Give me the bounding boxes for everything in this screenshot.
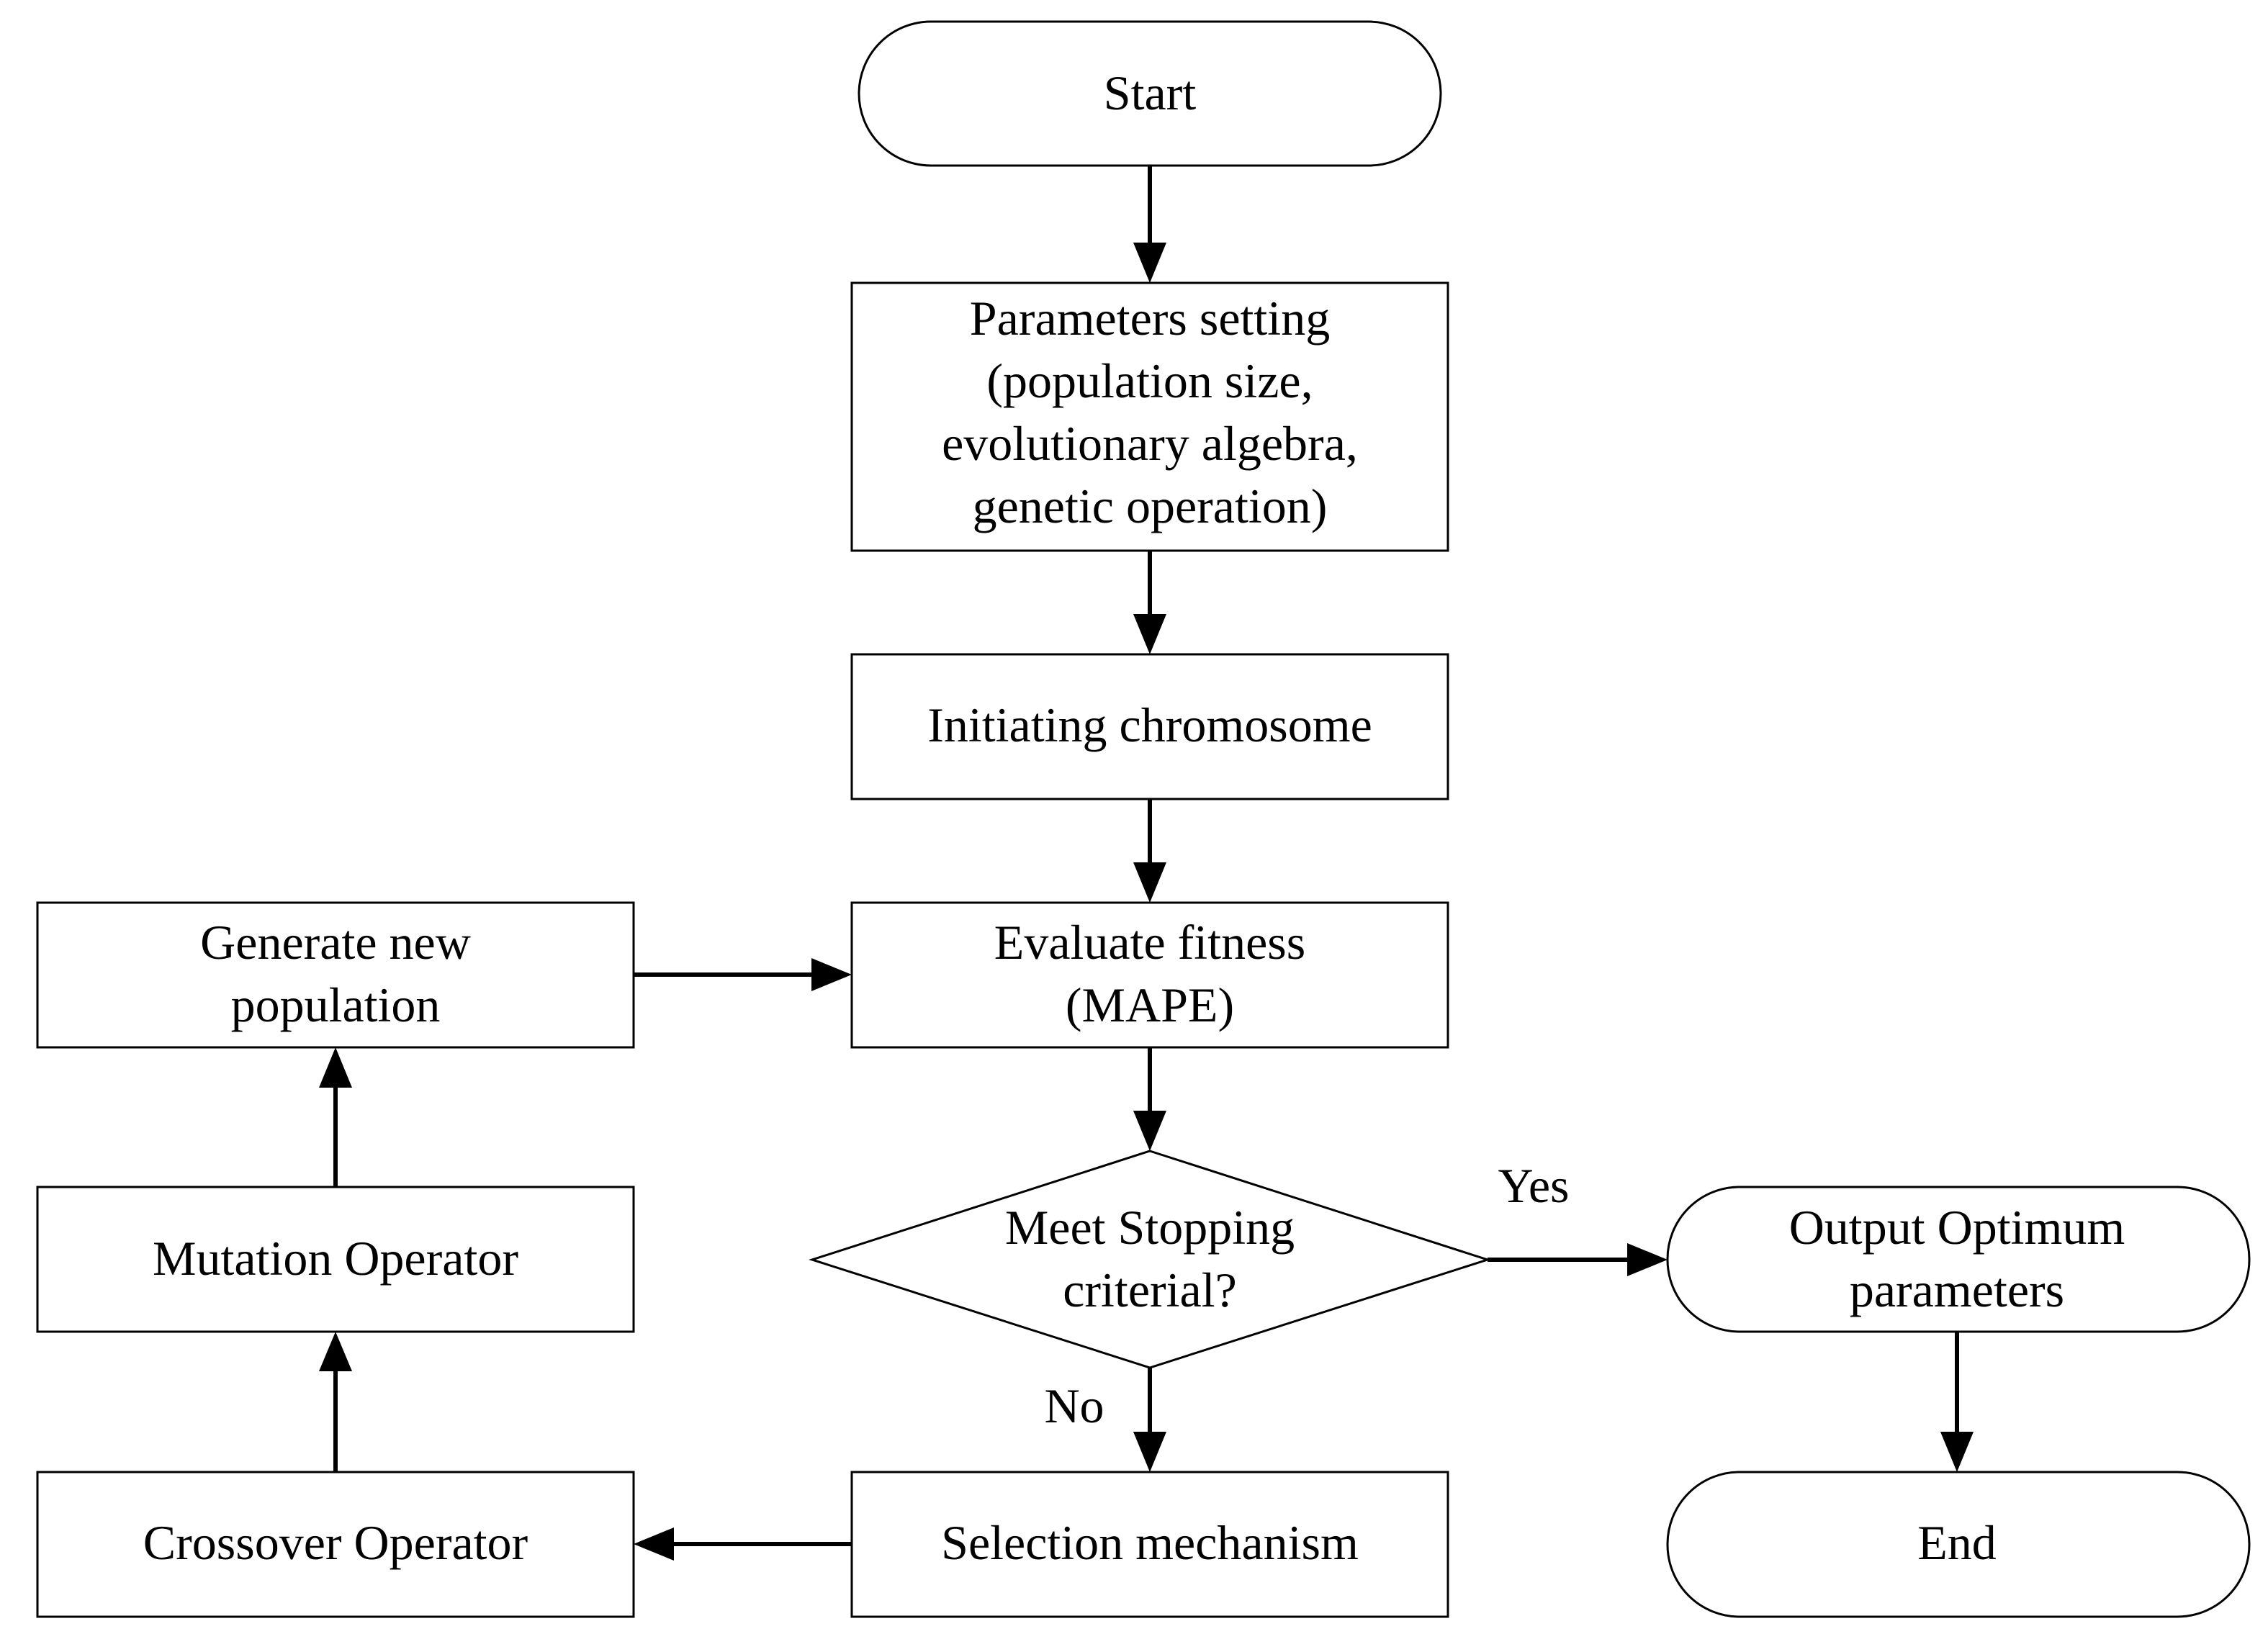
selection-mechanism-box xyxy=(850,1471,1449,1618)
parameters-setting-box xyxy=(850,281,1449,552)
arrow-evaluate-to-decision xyxy=(1133,1047,1166,1151)
selection-label: Selection mechanism xyxy=(941,1515,1359,1570)
arrow-selection-to-crossover xyxy=(634,1527,852,1561)
no-label: No xyxy=(1044,1378,1104,1433)
arrow-init-to-evaluate xyxy=(1133,799,1166,903)
stopping-criteria-decision xyxy=(809,1150,1491,1369)
yes-label: Yes xyxy=(1498,1158,1570,1213)
arrow-mutation-to-generate xyxy=(319,1047,352,1187)
arrow-crossover-to-mutation xyxy=(319,1332,352,1472)
output-label-line-1: Output Optimum xyxy=(1789,1200,2125,1255)
params-label-line-3: evolutionary algebra, xyxy=(942,416,1358,471)
params-label-line-4: genetic operation) xyxy=(973,479,1328,533)
arrow-decision-no-to-selection xyxy=(1133,1368,1166,1472)
end-node xyxy=(1666,1471,2251,1618)
end-label: End xyxy=(1917,1515,1997,1570)
params-label-line-2: (population size, xyxy=(986,353,1313,408)
mutation-label: Mutation Operator xyxy=(153,1231,518,1286)
evaluate-fitness-box xyxy=(850,901,1449,1049)
start-label: Start xyxy=(1104,66,1197,120)
arrow-params-to-init xyxy=(1133,551,1166,654)
arrow-generate-to-evaluate xyxy=(634,958,852,991)
arrow-start-to-params xyxy=(1133,166,1166,283)
params-label-line-1: Parameters setting xyxy=(970,291,1330,346)
output-label-line-2: parameters xyxy=(1850,1263,2064,1317)
crossover-label: Crossover Operator xyxy=(143,1515,528,1570)
arrow-output-to-end xyxy=(1940,1332,1974,1472)
decision-label-line-1: Meet Stopping xyxy=(1005,1200,1295,1255)
generate-label-line-2: population xyxy=(231,978,441,1032)
init-label: Initiating chromosome xyxy=(927,698,1372,752)
evaluate-label-line-1: Evaluate fitness xyxy=(994,915,1305,970)
decision-label-line-2: criterial? xyxy=(1063,1263,1237,1317)
evaluate-label-line-2: (MAPE) xyxy=(1066,978,1234,1032)
generate-population-box xyxy=(36,901,635,1049)
crossover-operator-box xyxy=(36,1471,635,1618)
arrow-decision-yes-to-output xyxy=(1488,1243,1668,1276)
generate-label-line-1: Generate new xyxy=(200,915,471,970)
